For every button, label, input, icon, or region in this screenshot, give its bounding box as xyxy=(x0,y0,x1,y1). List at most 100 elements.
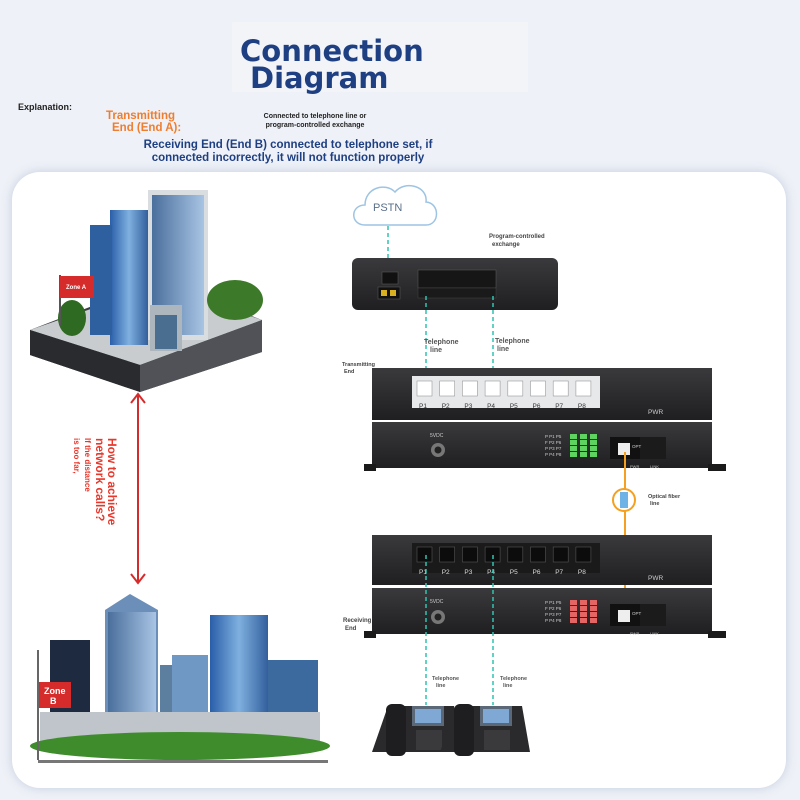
distance-arrow xyxy=(130,392,146,585)
transmitting-led-label-1: P P1 P5 xyxy=(545,434,562,439)
transmitting-led-4-3 xyxy=(590,452,597,457)
transmitting-desc-line-1: Connected to telephone line or xyxy=(263,113,367,120)
transmitting-opt-label: OPT xyxy=(632,444,642,449)
telephone-line-label-3b: line xyxy=(436,683,445,689)
transmitting-port-1 xyxy=(416,380,433,397)
telephone-set-2-icon xyxy=(440,704,530,756)
transmitting-led-label-4: P P4 P8 xyxy=(545,452,562,457)
receiving-port-label-4: P4 xyxy=(487,569,495,576)
transmitting-port-label-1: P1 xyxy=(419,403,427,410)
receiving-port-1 xyxy=(416,546,433,563)
transmitting-port-label-4: P4 xyxy=(487,403,495,410)
receiving-port-label-1: P1 xyxy=(419,569,427,576)
transmitting-led-label-2: F P2 P6 xyxy=(545,440,562,445)
transmitting-end-device-label-2: End xyxy=(344,369,354,375)
telephone-line-label-2b: line xyxy=(497,346,509,353)
transmitting-port-4 xyxy=(484,380,501,397)
receiving-end-description: Receiving End (End B) connected to telep… xyxy=(108,139,468,165)
receiving-port-label-6: P6 xyxy=(533,569,541,576)
exchange-label-line-2: exchange xyxy=(492,242,520,248)
telephone-set-1-icon xyxy=(372,704,462,756)
transmitting-port-label-6: P6 xyxy=(533,403,541,410)
transmitting-end-description: Connected to telephone line or program-c… xyxy=(240,112,390,130)
transmitting-port-label-5: P5 xyxy=(510,403,518,410)
transmitting-pwr-led-label: PWR xyxy=(630,464,639,469)
transmitting-port-label-2: P2 xyxy=(442,403,450,410)
receiving-end-device-label-1: Receiving xyxy=(343,618,372,624)
telephone-line-label-4a: Telephone xyxy=(500,676,527,682)
receiving-port-4 xyxy=(484,546,501,563)
telephone-line-label-4b: line xyxy=(503,683,512,689)
transmitting-led-3-3 xyxy=(590,446,597,451)
receiving-link-led-label: LINK xyxy=(650,631,659,636)
transmitting-port-7 xyxy=(552,380,569,397)
transmitting-led-4-1 xyxy=(570,452,577,457)
receiving-led-label-1: P P1 P5 xyxy=(545,600,562,605)
receiving-desc-line-1: Receiving End (End B) connected to telep… xyxy=(143,139,433,151)
receiving-led-3-1 xyxy=(570,612,577,617)
transmitting-power-in-label: 5VDC xyxy=(430,433,444,439)
receiving-led-1-3 xyxy=(590,600,597,605)
zone-b-label-line-1: Zone xyxy=(44,686,66,696)
transmitting-end-device-label-1: Transmitting xyxy=(342,362,375,368)
transmitting-port-8 xyxy=(575,380,592,397)
zone-a-label: Zone A xyxy=(66,285,87,291)
receiving-port-label-8: P8 xyxy=(578,569,586,576)
receiving-led-4-2 xyxy=(580,618,587,623)
receiving-led-4-1 xyxy=(570,618,577,623)
transmitting-port-label-7: P7 xyxy=(555,403,563,410)
receiving-port-7 xyxy=(552,546,569,563)
transmitting-port-5 xyxy=(507,380,524,397)
transmitting-pwr-label: PWR xyxy=(648,409,663,416)
receiving-desc-line-2: connected incorrectly, it will not funct… xyxy=(151,152,425,164)
transmitting-port-label-3: P3 xyxy=(464,403,472,410)
receiving-led-3-2 xyxy=(580,612,587,617)
receiving-pwr-led-label: PWR xyxy=(630,631,639,636)
receiving-port-6 xyxy=(530,546,546,563)
receiving-end-device-label-2: End xyxy=(345,626,357,632)
receiving-leds: P P1 P5F P2 P6P P3 P7P P4 P8 xyxy=(545,600,597,623)
side-note-line-1: If the distance xyxy=(83,438,92,492)
transmitting-port-3 xyxy=(462,380,478,397)
exchange-device xyxy=(352,258,558,310)
side-question-line-1: How to achieve xyxy=(105,438,119,526)
receiving-opt-label: OPT xyxy=(632,611,642,616)
receiving-power-in-label: 5VDC xyxy=(430,599,444,605)
transmitting-led-2-3 xyxy=(590,440,597,445)
transmitting-led-1-1 xyxy=(570,434,577,439)
receiving-port-8 xyxy=(575,546,592,563)
explanation-label: Explanation: xyxy=(18,102,73,112)
side-question: How to achieve network calls? If the dis… xyxy=(72,438,119,548)
transmitting-desc-line-2: program-controlled exchange xyxy=(265,122,365,129)
receiving-port-5 xyxy=(507,546,524,563)
pstn-cloud-icon xyxy=(353,184,438,226)
exchange-label-line-1: Program-controlled xyxy=(489,234,545,240)
receiving-led-1-2 xyxy=(580,600,587,605)
transmitting-end-line-2: End (End A): xyxy=(112,122,182,134)
transmitting-link-led-label: LINK xyxy=(650,464,659,469)
transmitting-end-label: Transmitting End (End A): xyxy=(106,110,181,134)
receiving-port-2 xyxy=(439,546,456,563)
receiving-led-label-3: P P3 P7 xyxy=(545,612,562,617)
title-line-2: Diagram xyxy=(250,61,389,95)
transmitting-led-3-2 xyxy=(580,446,587,451)
receiving-port-3 xyxy=(462,546,478,563)
receiving-led-2-3 xyxy=(590,606,597,611)
transmitting-led-label-3: P P3 P7 xyxy=(545,446,562,451)
fiber-label-line-1: Optical fiber xyxy=(648,494,681,500)
zone-b-label-line-2: B xyxy=(50,696,57,706)
title-background xyxy=(232,22,528,92)
receiving-led-2-1 xyxy=(570,606,577,611)
telephone-line-label-2a: Telephone xyxy=(495,338,530,345)
receiving-port-label-3: P3 xyxy=(464,569,472,576)
page-title: Connection Diagram xyxy=(240,37,424,95)
receiving-led-2-2 xyxy=(580,606,587,611)
transmitting-leds: P P1 P5F P2 P6P P3 P7P P4 P8 xyxy=(545,434,597,457)
telephone-line-label-1b: line xyxy=(430,347,442,354)
side-note-line-2: is too far, xyxy=(72,438,81,474)
receiving-port-label-5: P5 xyxy=(510,569,518,576)
fiber-label-line-2: line xyxy=(650,501,659,507)
zone-b-city xyxy=(30,594,330,763)
transmitting-led-2-1 xyxy=(570,440,577,445)
